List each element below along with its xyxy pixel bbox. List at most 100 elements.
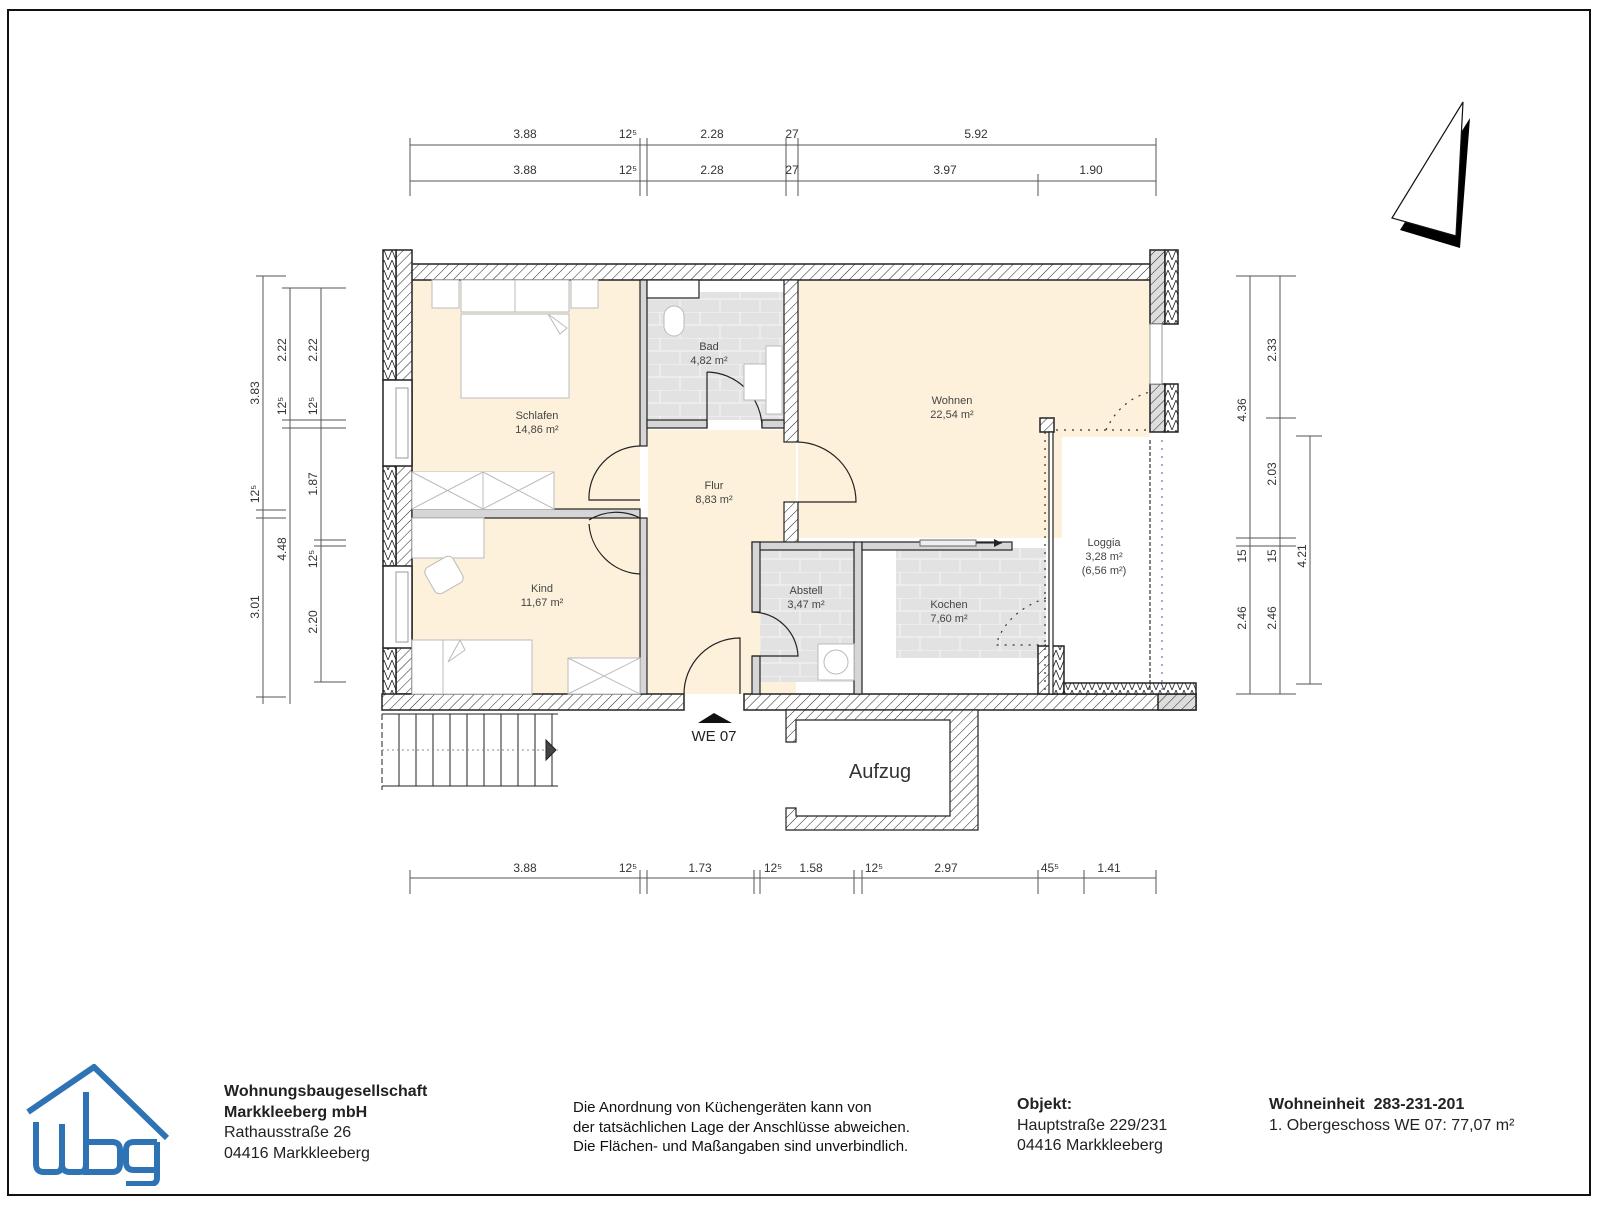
room-area-wohnen: 22,54 m² — [930, 409, 974, 421]
svg-text:15: 15 — [1235, 549, 1249, 563]
floor-loggia — [1062, 437, 1154, 683]
room-area-bad: 4,82 m² — [690, 355, 728, 367]
svg-text:3.97: 3.97 — [933, 163, 957, 177]
unit-number: 283-231-201 — [1373, 1096, 1465, 1113]
door-abstell — [751, 611, 799, 657]
svg-text:1.87: 1.87 — [306, 472, 320, 496]
room-area-abstell: 3,47 m² — [787, 599, 825, 611]
bed-double — [460, 313, 570, 399]
doors — [588, 371, 857, 695]
svg-text:2.28: 2.28 — [700, 163, 724, 177]
object-label: Objekt: — [1017, 1096, 1073, 1113]
unit-info: Wohneinheit 283-231-201 1. Obergeschoss … — [1269, 1095, 1514, 1136]
bed-single — [411, 639, 533, 695]
desk — [411, 517, 485, 559]
room-area-flur: 8,83 m² — [695, 494, 733, 506]
svg-text:2.22: 2.22 — [275, 338, 289, 362]
object-street: Hauptstraße 229/231 — [1017, 1116, 1168, 1134]
room-name-loggia: Loggia — [1087, 537, 1121, 549]
svg-text:1.90: 1.90 — [1079, 163, 1103, 177]
svg-text:3.88: 3.88 — [513, 163, 537, 177]
chair — [424, 555, 464, 595]
toilet — [663, 305, 685, 337]
room-area-loggia: 3,28 m² — [1085, 551, 1123, 563]
note-line-1: Die Anordnung von Küchengeräten kann von — [573, 1099, 872, 1116]
room-labels: Schlafen 14,86 m² Bad 4,82 m² Wohnen 22,… — [515, 341, 1126, 625]
room-area-kochen: 7,60 m² — [930, 613, 968, 625]
unit-description: 1. Obergeschoss WE 07: 77,07 m² — [1269, 1116, 1515, 1134]
svg-text:1.58: 1.58 — [799, 861, 823, 875]
note-line-2: der tatsächlichen Lage der Anschlüsse ab… — [573, 1118, 910, 1136]
svg-text:12⁵: 12⁵ — [865, 861, 883, 875]
room-name-schlafen: Schlafen — [516, 410, 559, 422]
svg-text:12⁵: 12⁵ — [275, 397, 289, 415]
door-entrance — [683, 637, 741, 695]
svg-text:12⁵: 12⁵ — [248, 485, 262, 503]
note-line-3: Die Flächen- und Maßangaben sind unverbi… — [573, 1138, 909, 1155]
room-name-bad: Bad — [699, 341, 719, 353]
room-area-loggia-full: (6,56 m²) — [1082, 565, 1127, 577]
svg-text:2.03: 2.03 — [1265, 462, 1279, 486]
svg-text:2.46: 2.46 — [1265, 606, 1279, 630]
svg-text:5.92: 5.92 — [964, 127, 988, 141]
room-name-kochen: Kochen — [930, 599, 967, 611]
elevator-label: Aufzug — [849, 761, 911, 783]
north-arrow-icon — [1391, 101, 1470, 248]
object-city: 04416 Markkleeberg — [1017, 1137, 1163, 1154]
dimension-labels: 3.88 12⁵ 2.28 27 5.92 3.88 12⁵ 2.28 27 3… — [248, 127, 1309, 875]
company-logo — [26, 1064, 170, 1186]
staircase — [381, 713, 558, 790]
svg-text:4.48: 4.48 — [275, 537, 289, 561]
elevator-shaft — [785, 709, 979, 831]
svg-text:12⁵: 12⁵ — [764, 861, 782, 875]
room-area-kind: 11,67 m² — [521, 597, 564, 609]
svg-text:3.88: 3.88 — [513, 127, 537, 141]
company-city: 04416 Markkleeberg — [224, 1144, 370, 1162]
svg-text:2.20: 2.20 — [306, 610, 320, 634]
sink — [743, 363, 769, 401]
svg-text:27: 27 — [785, 127, 799, 141]
exterior-walls — [381, 249, 1197, 711]
svg-text:3.88: 3.88 — [513, 861, 537, 875]
interior-walls — [411, 279, 1054, 695]
disclaimer-note: Die Anordnung von Küchengeräten kann von… — [573, 1098, 910, 1157]
svg-text:12⁵: 12⁵ — [619, 127, 637, 141]
floor-kochen — [896, 548, 1046, 658]
svg-text:1.73: 1.73 — [688, 861, 712, 875]
dotted-lines — [995, 391, 1163, 694]
object-info: Objekt: Hauptstraße 229/231 04416 Markkl… — [1017, 1095, 1167, 1157]
furniture — [411, 279, 1002, 695]
room-area-schlafen: 14,86 m² — [515, 424, 559, 436]
svg-text:4.36: 4.36 — [1235, 398, 1249, 422]
entrance-arrow-icon — [698, 713, 732, 723]
svg-text:45⁵: 45⁵ — [1041, 861, 1059, 875]
company-street: Rathausstraße 26 — [224, 1124, 352, 1141]
unit-label: Wohneinheit — [1269, 1096, 1365, 1113]
svg-text:1.41: 1.41 — [1097, 861, 1121, 875]
drawing-frame — [7, 9, 1591, 1196]
svg-text:27: 27 — [785, 163, 799, 177]
svg-text:12⁵: 12⁵ — [306, 397, 320, 415]
room-name-wohnen: Wohnen — [932, 395, 973, 407]
svg-text:15: 15 — [1265, 549, 1279, 563]
door-wohnen — [797, 441, 857, 503]
room-name-kind: Kind — [531, 583, 553, 595]
dimension-lines — [256, 138, 1322, 894]
door-schlafen — [588, 445, 641, 501]
svg-text:2.97: 2.97 — [934, 861, 958, 875]
svg-text:2.33: 2.33 — [1265, 338, 1279, 362]
room-name-flur: Flur — [705, 480, 724, 492]
washer — [817, 643, 855, 681]
company-name-line2: Markkleeberg mbH — [224, 1103, 368, 1121]
svg-text:2.46: 2.46 — [1235, 606, 1249, 630]
svg-text:3.01: 3.01 — [248, 595, 262, 619]
door-kind — [588, 511, 641, 575]
svg-text:12⁵: 12⁵ — [619, 163, 637, 177]
svg-text:12⁵: 12⁵ — [619, 861, 637, 875]
svg-text:3.83: 3.83 — [248, 381, 262, 405]
room-name-abstell: Abstell — [789, 585, 822, 597]
company-name-line1: Wohnungsbaugesellschaft — [224, 1083, 428, 1100]
svg-text:4.21: 4.21 — [1295, 544, 1309, 568]
svg-text:12⁵: 12⁵ — [306, 550, 320, 568]
company-info: Wohnungsbaugesellschaft Markkleeberg mbH… — [224, 1082, 427, 1164]
